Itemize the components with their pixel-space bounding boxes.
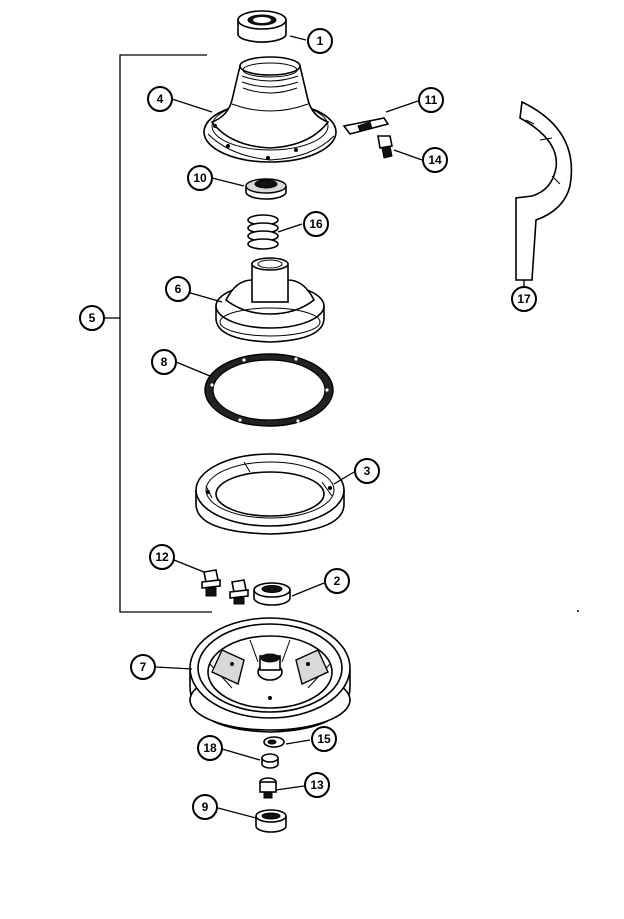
callout-8-label: 8	[161, 355, 168, 369]
callout-10: 10	[187, 165, 213, 191]
callout-7: 7	[130, 654, 156, 680]
part-8-gasket	[204, 353, 334, 427]
part-13-bolt	[259, 777, 277, 799]
callout-17: 17	[511, 286, 537, 312]
part-10-seal	[245, 178, 287, 200]
callout-5: 5	[79, 305, 105, 331]
part-9-bushing	[255, 809, 287, 833]
callout-18: 18	[197, 735, 223, 761]
assembly-bracket	[104, 54, 212, 613]
callout-2-label: 2	[334, 574, 341, 588]
callout-18-label: 18	[203, 741, 217, 755]
callout-17-label: 17	[517, 292, 531, 306]
callout-13-label: 13	[310, 778, 324, 792]
part-14-screw	[377, 135, 393, 159]
callout-8: 8	[151, 349, 177, 375]
callout-12: 12	[149, 544, 175, 570]
part-3-base-ring	[195, 453, 345, 535]
callout-13: 13	[304, 772, 330, 798]
callout-12-label: 12	[155, 550, 169, 564]
callout-1-label: 1	[317, 34, 324, 48]
callout-6: 6	[165, 276, 191, 302]
callout-7-label: 7	[140, 660, 147, 674]
callout-1: 1	[307, 28, 333, 54]
callout-5-label: 5	[89, 311, 96, 325]
callout-14: 14	[422, 147, 448, 173]
callout-16-label: 16	[309, 217, 323, 231]
callout-6-label: 6	[175, 282, 182, 296]
part-1-seal	[237, 10, 287, 43]
callout-4-label: 4	[157, 92, 164, 106]
callout-9-label: 9	[202, 800, 209, 814]
callout-11: 11	[418, 87, 444, 113]
callout-16: 16	[303, 211, 329, 237]
callout-10-label: 10	[193, 171, 207, 185]
part-17-spanner-wrench	[515, 100, 573, 281]
callout-2: 2	[324, 568, 350, 594]
part-2-bearing	[253, 582, 291, 606]
part-16-spring	[247, 214, 279, 250]
callout-14-label: 14	[428, 153, 442, 167]
part-7-pulley	[189, 617, 351, 733]
part-4-housing	[203, 56, 337, 163]
callout-15: 15	[311, 726, 337, 752]
callout-15-label: 15	[317, 732, 331, 746]
callout-11-label: 11	[425, 93, 438, 107]
stray-dot	[577, 610, 579, 612]
part-6-lower-housing	[215, 257, 325, 343]
callout-9: 9	[192, 794, 218, 820]
part-18-nut	[261, 753, 279, 769]
part-11-clip	[342, 117, 390, 135]
callout-3-label: 3	[364, 464, 371, 478]
part-15-washer	[263, 736, 285, 748]
callout-4: 4	[147, 86, 173, 112]
part-12-screws	[201, 569, 249, 605]
callout-3: 3	[354, 458, 380, 484]
